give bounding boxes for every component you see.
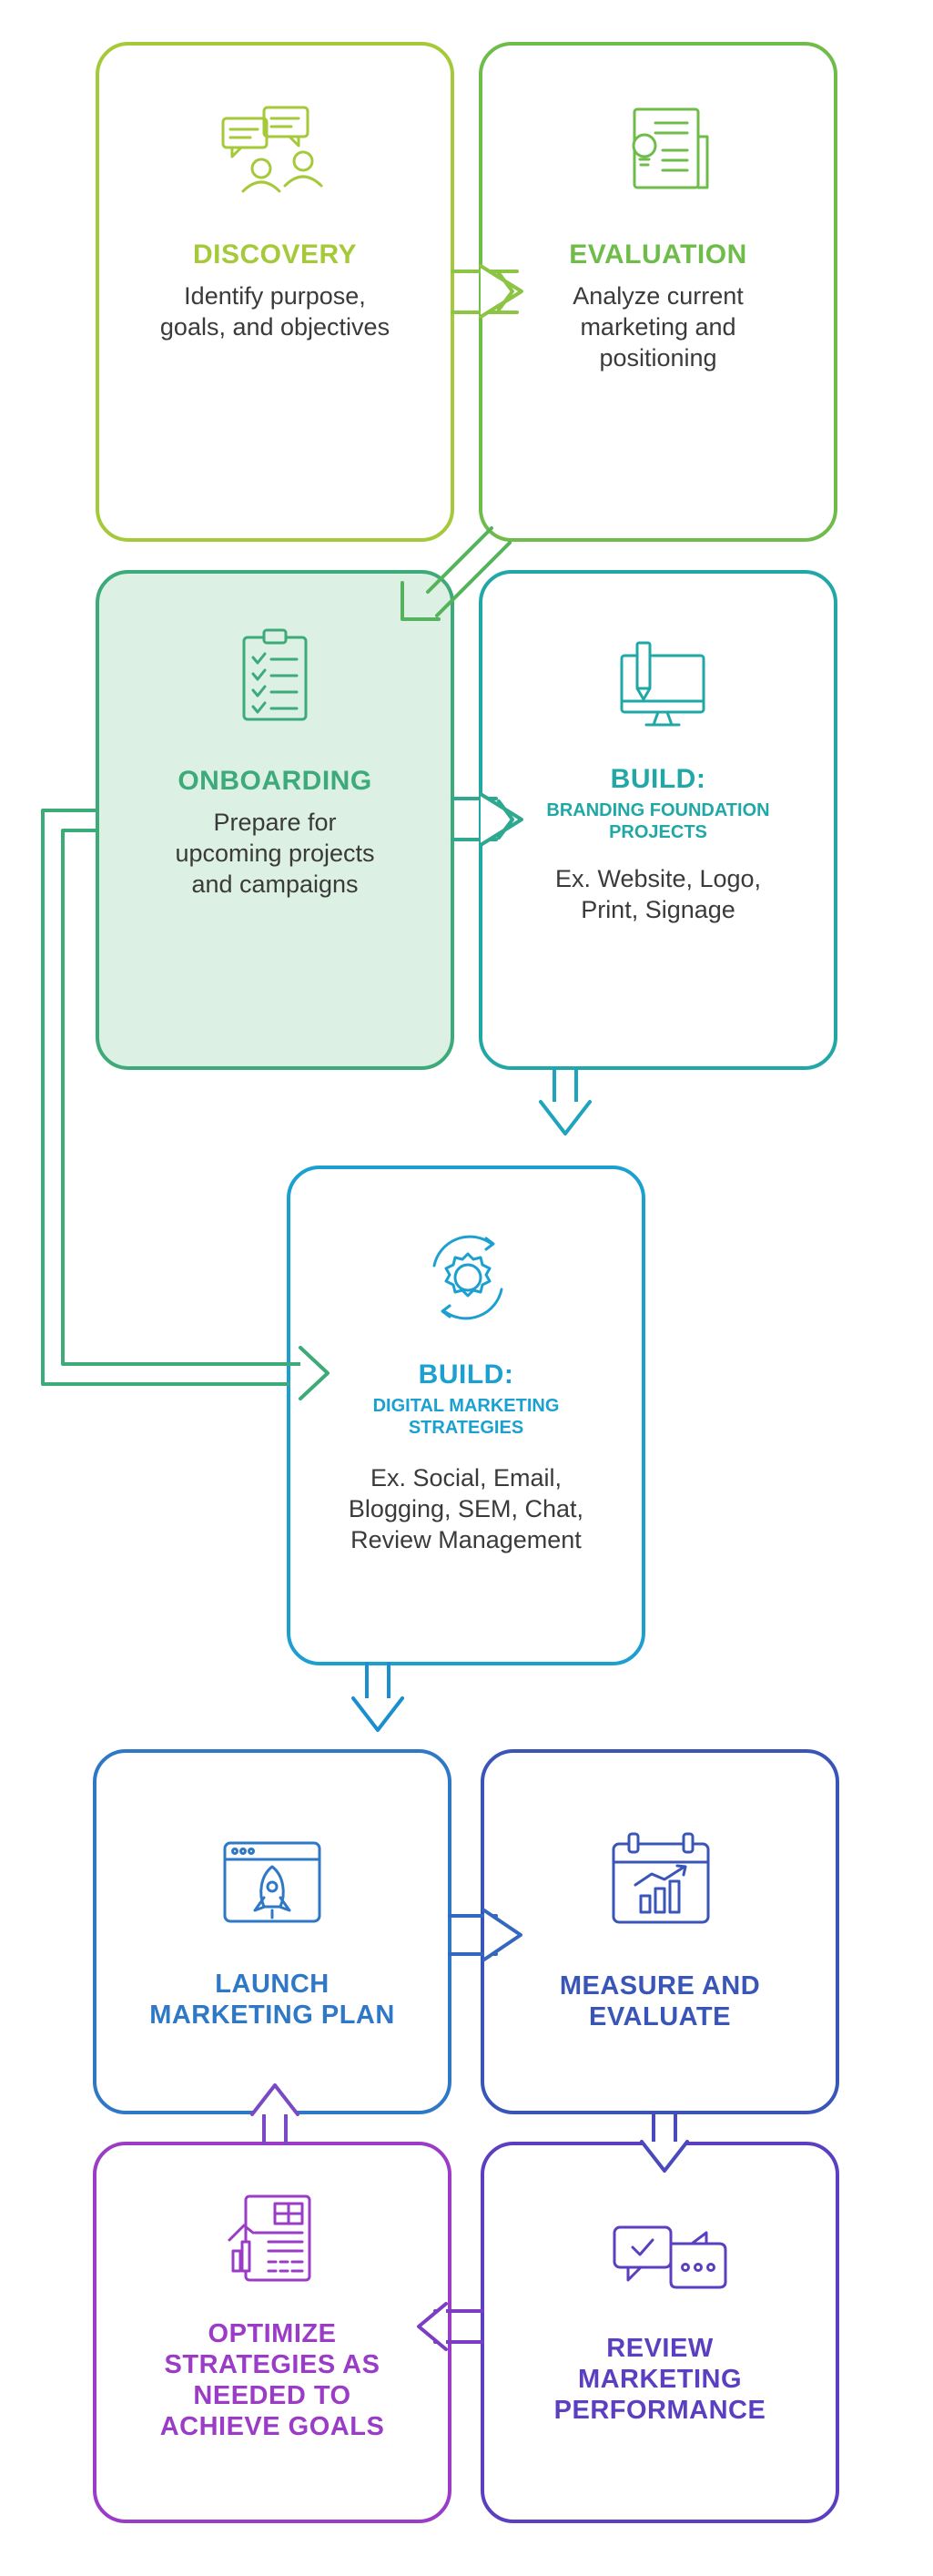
arrow-discovery-evaluation <box>451 264 523 319</box>
build-branding-subtitle-line: PROJECTS <box>609 822 707 842</box>
arrow-onboarding-branding <box>451 792 523 847</box>
measure-title: MEASURE AND EVALUATE <box>482 1970 837 2032</box>
discovery-desc: Identify purpose, goals, and objectives <box>97 280 452 342</box>
document-lightbulb-icon <box>632 107 709 189</box>
review-title-line: MARKETING <box>577 2365 743 2394</box>
launch-title-line: MARKETING PLAN <box>149 2001 395 2030</box>
evaluation-desc-line: marketing and <box>580 313 736 341</box>
arrow-onboarding-digital <box>41 809 330 1400</box>
monitor-pencil-icon <box>620 641 705 727</box>
build-branding-desc: Ex. Website, Logo, Print, Signage <box>481 863 836 925</box>
chat-bubbles-icon <box>613 2225 727 2289</box>
build-branding-desc-line: Ex. Website, Logo, <box>554 865 762 892</box>
build-branding-desc-line: Print, Signage <box>581 896 735 923</box>
chat-users-icon <box>221 106 323 193</box>
optimize-title-line: NEEDED TO <box>193 2381 351 2410</box>
build-digital-desc-line: Ex. Social, Email, <box>370 1464 563 1492</box>
review-title-line: PERFORMANCE <box>553 2396 766 2425</box>
build-digital-desc: Ex. Social, Email, Blogging, SEM, Chat, … <box>289 1462 644 1555</box>
discovery-desc-line: goals, and objectives <box>159 313 390 341</box>
review-title-line: REVIEW <box>606 2334 714 2363</box>
onboarding-desc-line: Prepare for <box>213 809 337 836</box>
build-digital-subtitle-line: STRATEGIES <box>408 1418 524 1438</box>
onboarding-title: ONBOARDING <box>177 766 372 796</box>
build-branding-subtitle-line: BRANDING FOUNDATION <box>546 800 770 820</box>
checklist-clipboard-icon <box>242 628 308 721</box>
build-digital-subtitle-line: DIGITAL MARKETING <box>372 1396 560 1416</box>
optimize-box <box>93 2142 451 2523</box>
onboarding-box <box>96 570 454 1070</box>
arrow-measure-review <box>640 2111 689 2173</box>
onboarding-desc-line: and campaigns <box>191 871 359 898</box>
optimize-title-line: ACHIEVE GOALS <box>159 2412 385 2441</box>
evaluation-desc: Analyze current marketing and positionin… <box>481 280 836 373</box>
build-digital-title: BUILD: <box>418 1359 514 1390</box>
build-digital-box <box>287 1166 645 1665</box>
calendar-chart-icon <box>612 1832 710 1924</box>
gear-cycle-icon <box>432 1235 503 1320</box>
evaluation-title: EVALUATION <box>569 239 747 270</box>
evaluation-desc-line: Analyze current <box>573 282 744 310</box>
arrow-branding-digital <box>539 1066 592 1135</box>
build-digital-desc-line: Review Management <box>350 1526 582 1553</box>
arrow-review-optimize <box>417 2302 484 2351</box>
arrow-evaluation-onboarding <box>401 526 512 621</box>
measure-title-line: EVALUATE <box>589 2002 731 2031</box>
measure-box <box>481 1749 839 2114</box>
evaluation-desc-line: positioning <box>599 344 717 372</box>
build-branding-title: BUILD: <box>610 764 706 794</box>
discovery-box <box>96 42 454 542</box>
build-digital-subtitle: DIGITAL MARKETING STRATEGIES <box>289 1395 644 1439</box>
arrow-launch-measure <box>448 1909 522 1961</box>
optimize-title: OPTIMIZE STRATEGIES AS NEEDED TO ACHIEVE… <box>95 2318 450 2442</box>
rocket-window-icon <box>223 1841 321 1923</box>
arrow-optimize-launch <box>250 2083 299 2145</box>
build-branding-subtitle: BRANDING FOUNDATION PROJECTS <box>481 799 836 843</box>
onboarding-desc-line: upcoming projects <box>175 840 375 867</box>
report-document-icon <box>228 2194 311 2282</box>
measure-title-line: MEASURE AND <box>559 1971 761 2001</box>
launch-title: LAUNCH MARKETING PLAN <box>95 1969 450 2031</box>
launch-box <box>93 1749 451 2114</box>
review-title: REVIEW MARKETING PERFORMANCE <box>482 2333 837 2426</box>
arrow-digital-launch <box>351 1662 404 1732</box>
optimize-title-line: OPTIMIZE <box>208 2319 337 2348</box>
optimize-title-line: STRATEGIES AS <box>164 2350 380 2379</box>
discovery-title: DISCOVERY <box>192 239 358 270</box>
discovery-desc-line: Identify purpose, <box>184 282 366 310</box>
onboarding-desc: Prepare for upcoming projects and campai… <box>97 807 452 900</box>
launch-title-line: LAUNCH <box>215 1970 330 1999</box>
build-digital-desc-line: Blogging, SEM, Chat, <box>348 1495 584 1522</box>
